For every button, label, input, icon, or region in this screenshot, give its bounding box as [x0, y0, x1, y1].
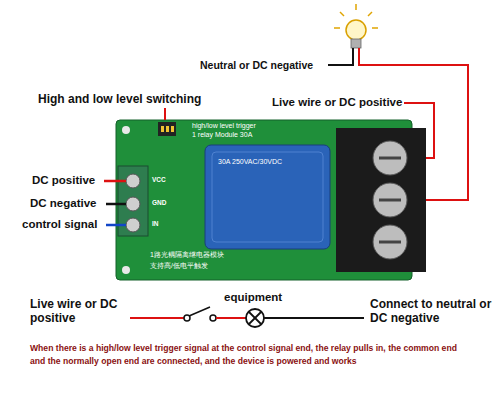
board-text: 1路光耦隔离继电器模块 [150, 251, 224, 259]
neutral-wire [328, 48, 353, 65]
jumper-label: High and low level switching [38, 92, 201, 106]
wire-label: Neutral or DC negative [200, 59, 313, 72]
pin-name: IN [152, 220, 159, 228]
pin-name: GND [152, 199, 166, 207]
wire-label: Live wire or DC positive [30, 297, 158, 326]
relay-text: 30A 250VAC/30VDC [218, 158, 282, 166]
pin-label: DC negative [30, 197, 96, 211]
leader-line [164, 108, 166, 120]
pin-label: control signal [22, 218, 97, 232]
light-bulb [334, 4, 378, 48]
equipment-label: equipment [224, 291, 282, 305]
relay [205, 145, 330, 249]
output-terminal [336, 128, 426, 272]
board-text: 支持高/低电平触发 [150, 262, 208, 270]
caption: When there is a high/low level trigger s… [30, 342, 470, 368]
board-text: 1 relay Module 30A [192, 131, 252, 139]
pin-label: DC positive [32, 174, 95, 188]
wire-label: Connect to neutral or DC negative [370, 297, 496, 326]
schematic [130, 307, 364, 327]
pin-name: VCC [152, 176, 166, 184]
wire-label: Live wire or DC positive [272, 96, 402, 110]
board-text: high/low level trigger [192, 122, 256, 130]
jumper [158, 122, 176, 136]
